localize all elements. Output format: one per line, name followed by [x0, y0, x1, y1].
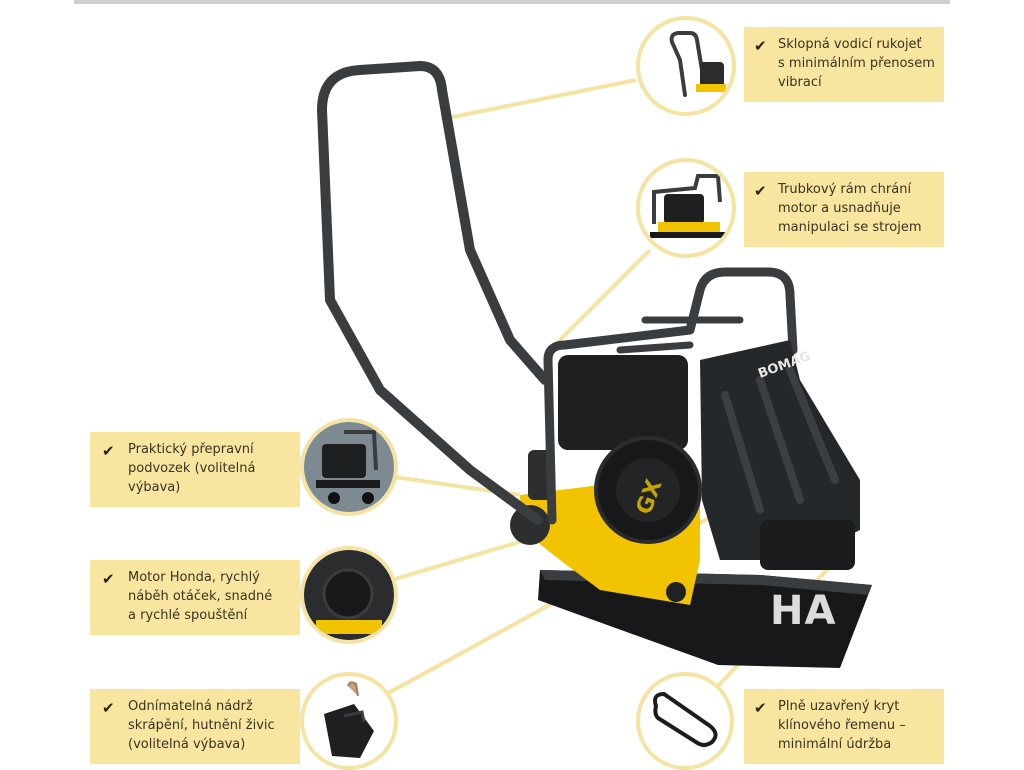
check-icon: ✔: [102, 699, 115, 717]
callout-handle-text: Sklopná vodicí rukojeť s minimálním přen…: [778, 37, 935, 90]
check-icon: ✔: [754, 699, 767, 717]
thumb-belt: [636, 672, 734, 770]
guide-handle: [317, 61, 550, 525]
engine-starter-cover: [616, 458, 680, 522]
leader-line-frame: [553, 248, 652, 347]
thumb-engine: [300, 546, 398, 644]
belt-cover-lower: [760, 520, 855, 570]
callout-belt-text: Plně uzavřený kryt klínového řemenu – mi…: [778, 699, 906, 752]
engine-block: [558, 355, 688, 450]
belt-guard-ribs: [721, 366, 839, 514]
housing-bolt: [666, 582, 686, 602]
thumb-trolley: [300, 418, 398, 516]
tubular-frame-crossbar: [616, 316, 744, 354]
leader-line-handle: [447, 78, 637, 120]
callout-tank: ✔ Odnímatelná nádrž skrápění, hutnění ži…: [90, 689, 300, 764]
check-icon: ✔: [754, 37, 767, 55]
tubular-frame: [543, 267, 798, 525]
handle-pivot: [510, 505, 550, 545]
callout-handle: ✔ Sklopná vodicí rukojeť s minimálním př…: [744, 27, 944, 102]
check-icon: ✔: [102, 570, 115, 588]
base-plate: [538, 570, 872, 668]
callout-frame-text: Trubkový rám chrání motor a usnadňuje ma…: [778, 182, 922, 235]
handle-grip: [528, 450, 552, 500]
callout-frame: ✔ Trubkový rám chrání motor a usnadňuje …: [744, 172, 944, 247]
callout-tank-text: Odnímatelná nádrž skrápění, hutnění živi…: [128, 699, 275, 752]
check-icon: ✔: [102, 442, 115, 460]
watermark-text: HA: [770, 588, 837, 634]
thumb-tank: [300, 672, 398, 770]
top-divider: [74, 0, 950, 4]
callout-engine-text: Motor Honda, rychlý náběh otáček, snadné…: [128, 570, 273, 623]
thumb-frame: [636, 158, 736, 258]
thumb-handle: [636, 16, 736, 116]
callout-trolley-text: Praktický přepravní podvozek (volitelná …: [128, 442, 256, 495]
callout-belt: ✔ Plně uzavřený kryt klínového řemenu – …: [744, 689, 944, 764]
callout-trolley: ✔ Praktický přepravní podvozek (voliteln…: [90, 432, 300, 507]
callout-engine: ✔ Motor Honda, rychlý náběh otáček, snad…: [90, 560, 300, 635]
check-icon: ✔: [754, 182, 767, 200]
